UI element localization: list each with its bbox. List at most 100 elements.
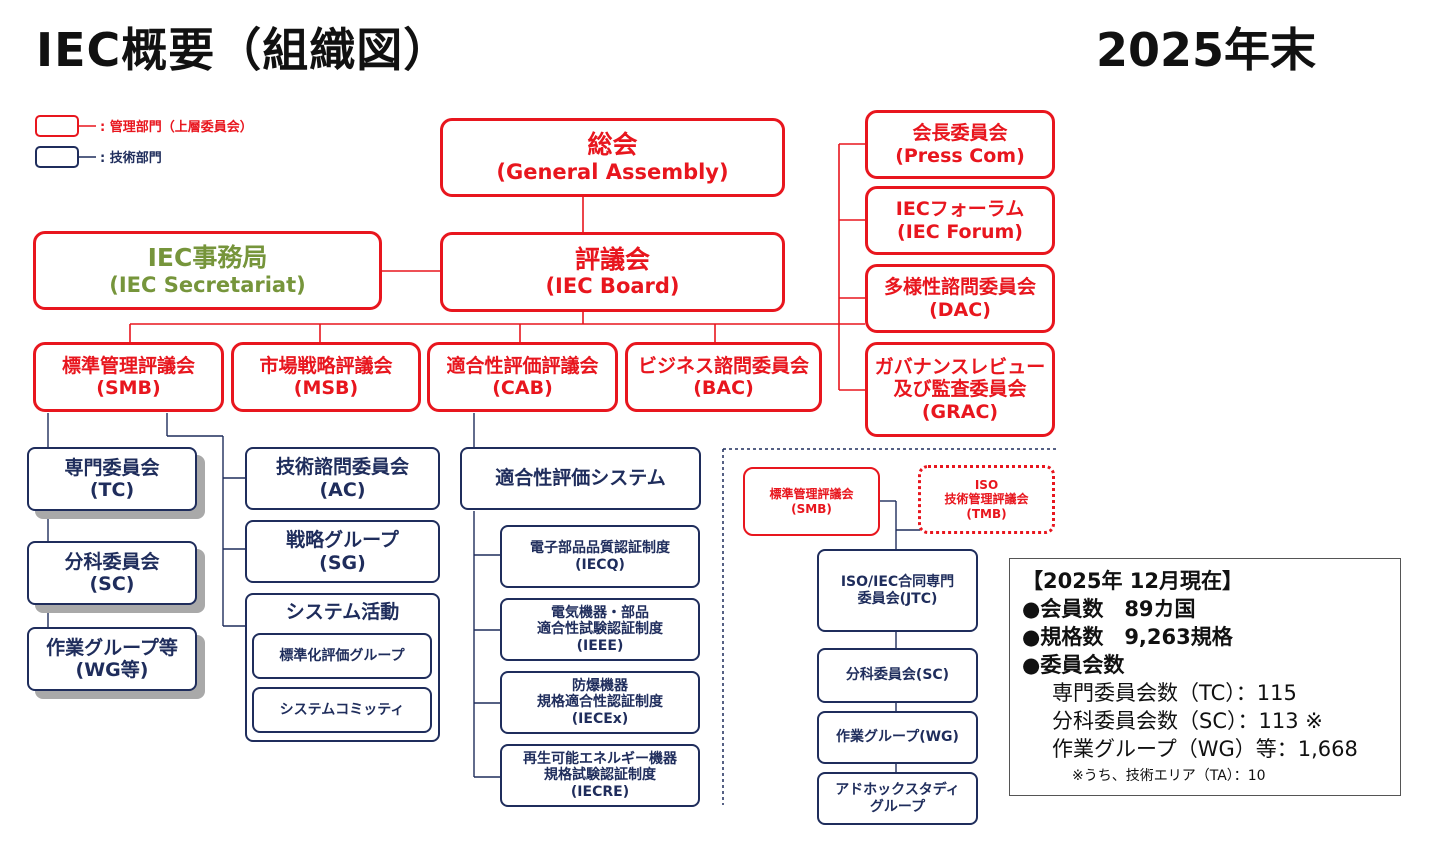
bac-ja: ビジネス諮問委員会	[637, 354, 809, 377]
joint-smb-ja: 標準管理評議会	[769, 487, 854, 502]
iecq-box[interactable]: 電子部品品質認証制度 (IECQ)	[500, 525, 700, 588]
wg-en: (WG等)	[75, 659, 149, 681]
system-activity-item[interactable]: システムコミッティ	[252, 687, 432, 733]
grac-ja: ガバナンスレビュー	[874, 355, 1046, 378]
sg-ja: 戦略グループ	[286, 529, 399, 552]
joint-sc-box[interactable]: 分科委員会(SC)	[817, 648, 978, 703]
dac-ja: 多様性諮問委員会	[883, 276, 1036, 299]
joint-wg-box[interactable]: 作業グループ(WG)	[817, 711, 978, 764]
iso-tmb-line2: 技術管理評議会	[944, 492, 1029, 507]
press-com-box[interactable]: 会長委員会 (Press Com)	[865, 110, 1055, 179]
iso-tmb-line1: ISO	[974, 478, 999, 493]
ca-system-box[interactable]: 適合性評価システム	[460, 447, 701, 510]
iec-forum-en: (IEC Forum)	[897, 220, 1023, 243]
cab-box[interactable]: 適合性評価評議会 (CAB)	[427, 342, 618, 412]
year-label: 2025年末	[1096, 23, 1317, 77]
iecex-box[interactable]: 防爆機器 規格適合性認証制度 (IECEx)	[500, 671, 700, 734]
iecre-box[interactable]: 再生可能エネルギー機器 規格試験認証制度 (IECRE)	[500, 744, 700, 807]
joint-smb-box[interactable]: 標準管理評議会 (SMB)	[743, 467, 880, 536]
legend-technical-label: : 技術部門	[100, 151, 162, 166]
system-activity-item[interactable]: 標準化評価グループ	[252, 633, 432, 679]
tc-ja: 専門委員会	[64, 456, 160, 479]
scheme-line1: 電子部品品質認証制度	[530, 539, 670, 556]
scheme-line2: 適合性試験認証制度	[537, 621, 663, 638]
iec-secretariat-box[interactable]: IEC事務局 (IEC Secretariat)	[33, 231, 382, 310]
scheme-code: (IECQ)	[575, 556, 625, 573]
joint-smb-en: (SMB)	[791, 501, 832, 516]
scheme-line2: 規格適合性認証制度	[537, 694, 663, 711]
ahg-line1: アドホックスタディ	[835, 781, 960, 798]
jtc-line1: ISO/IEC合同専門	[840, 573, 955, 590]
sg-box[interactable]: 戦略グループ (SG)	[245, 520, 440, 583]
grac-box[interactable]: ガバナンスレビュー 及び監査委員会 (GRAC)	[865, 342, 1055, 437]
press-com-ja: 会長委員会	[912, 122, 1008, 145]
bac-box[interactable]: ビジネス諮問委員会 (BAC)	[625, 342, 822, 412]
system-activities-title: システム活動	[285, 601, 400, 623]
wg-ja: 作業グループ等	[46, 636, 178, 659]
dac-en: (DAC)	[929, 298, 991, 321]
smb-en: (SMB)	[96, 377, 161, 399]
stats-heading: 【2025年 12月現在】	[1022, 569, 1243, 593]
wg-box[interactable]: 作業グループ等 (WG等)	[27, 627, 197, 691]
scheme-code: (IECRE)	[570, 783, 630, 800]
stats-committees: ●委員会数	[1022, 653, 1125, 677]
sc-ja: 分科委員会	[64, 550, 160, 573]
cab-en: (CAB)	[492, 377, 553, 399]
ahg-line2: グループ	[869, 798, 926, 815]
iec-board-box[interactable]: 評議会 (IEC Board)	[440, 232, 785, 312]
stats-standards: ●規格数 9,263規格	[1022, 625, 1233, 649]
stats-tc: 専門委員会数（TC）：115	[1052, 681, 1297, 705]
legend-management-swatch	[35, 115, 79, 137]
sc-box[interactable]: 分科委員会 (SC)	[27, 541, 197, 605]
iec-board-en: (IEC Board)	[545, 274, 680, 299]
stats-members: ●会員数 89カ国	[1022, 597, 1196, 621]
ca-system-label: 適合性評価システム	[495, 467, 666, 490]
general-assembly-en: (General Assembly)	[496, 159, 729, 184]
sc-en: (SC)	[89, 573, 135, 595]
msb-en: (MSB)	[293, 377, 359, 399]
joint-sc-label: 分科委員会(SC)	[845, 667, 950, 684]
ieee-box[interactable]: 電気機器・部品 適合性試験認証制度 (IEEE)	[500, 598, 700, 661]
scheme-line1: 電気機器・部品	[551, 604, 649, 621]
ac-ja: 技術諮問委員会	[275, 456, 409, 479]
sg-en: (SG)	[319, 551, 366, 574]
ac-en: (AC)	[319, 478, 366, 501]
page-title: IEC概要（組織図）	[36, 23, 451, 77]
tc-box[interactable]: 専門委員会 (TC)	[27, 447, 197, 511]
scheme-line1: 防爆機器	[572, 677, 628, 694]
iso-tmb-box[interactable]: ISO 技術管理評議会 (TMB)	[918, 465, 1055, 534]
ahg-box[interactable]: アドホックスタディ グループ	[817, 772, 978, 825]
scheme-code: (IECEx)	[571, 710, 629, 727]
press-com-en: (Press Com)	[895, 144, 1025, 167]
stats-sc: 分科委員会数（SC）：113 ※	[1052, 709, 1323, 733]
scheme-line2: 規格試験認証制度	[544, 767, 656, 784]
ac-box[interactable]: 技術諮問委員会 (AC)	[245, 447, 440, 510]
joint-wg-label: 作業グループ(WG)	[836, 729, 959, 746]
dac-box[interactable]: 多様性諮問委員会 (DAC)	[865, 264, 1055, 333]
msb-ja: 市場戦略評議会	[259, 354, 393, 377]
stats-note: ※うち、技術エリア（TA）：10	[1072, 768, 1266, 784]
iec-secretariat-en: (IEC Secretariat)	[109, 272, 306, 297]
iso-tmb-code: (TMB)	[966, 506, 1007, 521]
jtc-box[interactable]: ISO/IEC合同専門 委員会(JTC)	[817, 549, 978, 632]
jtc-line2: 委員会(JTC)	[857, 590, 938, 607]
grac-en: (GRAC)	[921, 400, 999, 423]
iec-secretariat-ja: IEC事務局	[147, 243, 268, 273]
general-assembly-ja: 総会	[587, 130, 638, 160]
stats-panel: 【2025年 12月現在】 ●会員数 89カ国 ●規格数 9,263規格 ●委員…	[1009, 558, 1401, 796]
iec-forum-ja: IECフォーラム	[895, 198, 1025, 221]
smb-box[interactable]: 標準管理評議会 (SMB)	[33, 342, 224, 412]
iec-board-ja: 評議会	[574, 244, 650, 274]
legend-management-label: : 管理部門（上層委員会）	[100, 120, 253, 135]
grac-ja2: 及び監査委員会	[893, 378, 1027, 401]
stats-wg: 作業グループ（WG）等：1,668	[1052, 737, 1358, 761]
general-assembly-box[interactable]: 総会 (General Assembly)	[440, 118, 785, 197]
cab-ja: 適合性評価評議会	[446, 354, 599, 377]
bac-en: (BAC)	[693, 377, 754, 399]
smb-ja: 標準管理評議会	[61, 354, 195, 377]
system-activity-label: 標準化評価グループ	[279, 647, 405, 664]
scheme-code: (IEEE)	[576, 637, 624, 654]
iec-forum-box[interactable]: IECフォーラム (IEC Forum)	[865, 186, 1055, 255]
msb-box[interactable]: 市場戦略評議会 (MSB)	[231, 342, 421, 412]
